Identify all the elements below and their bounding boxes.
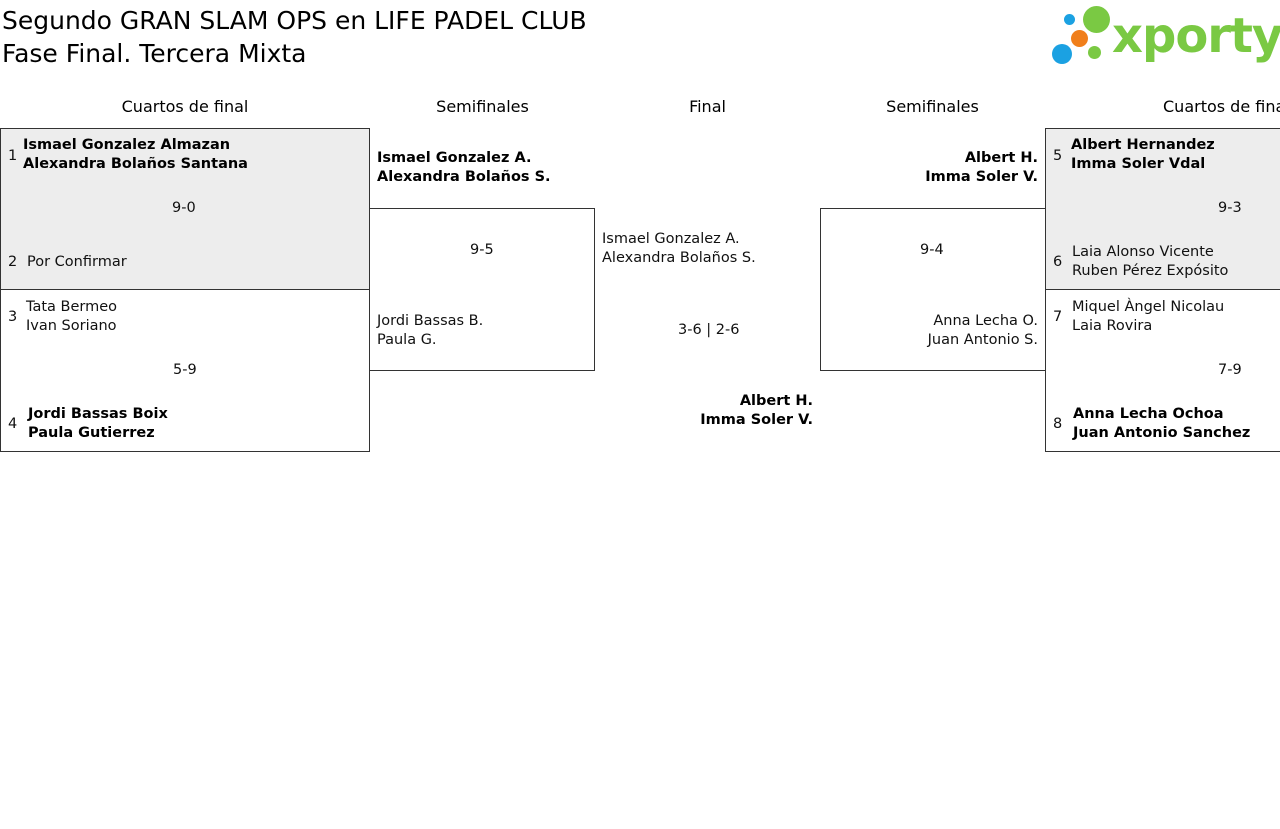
final-left-player-1: Ismael Gonzalez A. <box>602 231 740 247</box>
team-player-2: Ruben Pérez Expósito <box>1072 263 1229 279</box>
seed-number: 3 <box>8 309 18 325</box>
left-quarter-match-2[interactable]: 3 Tata Bermeo Ivan Soriano 5-9 4 Jordi B… <box>0 289 370 452</box>
team-player-2: Alexandra Bolaños Santana <box>23 156 248 172</box>
team-player-1: Laia Alonso Vicente <box>1072 244 1214 260</box>
logo-dot-orange-icon <box>1071 30 1088 47</box>
round-heading-right-semis: Semifinales <box>886 97 979 116</box>
right-quarter-match-1[interactable]: 5 Albert Hernandez Imma Soler Vdal 9-3 6… <box>1045 128 1280 290</box>
team-player-2: Laia Rovira <box>1072 318 1153 334</box>
xporty-logo[interactable]: xporty <box>1050 4 1280 68</box>
logo-dot-blue2-icon <box>1052 44 1072 64</box>
right-quarter-match-2[interactable]: 7 Miquel Àngel Nicolau Laia Rovira 7-9 8… <box>1045 289 1280 452</box>
team-player-2: Ivan Soriano <box>26 318 117 334</box>
round-heading-left-semis: Semifinales <box>436 97 529 116</box>
match-score: 9-3 <box>1218 200 1242 216</box>
team-player-1: Albert Hernandez <box>1071 137 1215 153</box>
right-semi-winner-player-2: Imma Soler V. <box>925 169 1038 185</box>
match-score: 9-0 <box>172 200 196 216</box>
seed-number: 4 <box>8 416 18 432</box>
seed-number: 5 <box>1053 148 1063 164</box>
team-player-1: Por Confirmar <box>27 254 127 270</box>
team-player-2: Paula Gutierrez <box>28 425 155 441</box>
left-semi-winner-player-1: Ismael Gonzalez A. <box>377 150 532 166</box>
match-score: 7-9 <box>1218 362 1242 378</box>
left-semi-winner-player-2: Alexandra Bolaños S. <box>377 169 551 185</box>
page-title: Segundo GRAN SLAM OPS en LIFE PADEL CLUB… <box>2 4 587 70</box>
team-player-1: Anna Lecha Ochoa <box>1073 406 1224 422</box>
team-player-1: Miquel Àngel Nicolau <box>1072 299 1225 315</box>
match-score: 5-9 <box>173 362 197 378</box>
round-heading-left-quarters: Cuartos de final <box>121 97 249 116</box>
final-score: 3-6 | 2-6 <box>678 322 740 338</box>
logo-dot-green-icon <box>1083 6 1110 33</box>
seed-number: 2 <box>8 254 18 270</box>
match-score: 9-5 <box>470 242 494 258</box>
team-player-1: Jordi Bassas B. <box>377 313 484 329</box>
right-semi-winner-player-1: Albert H. <box>964 150 1038 166</box>
team-player-2: Imma Soler Vdal <box>1071 156 1206 172</box>
team-player-2: Juan Antonio S. <box>927 332 1038 348</box>
seed-number: 6 <box>1053 254 1063 270</box>
final-winner-player-1: Albert H. <box>739 393 813 409</box>
left-quarter-match-1[interactable]: 1 Ismael Gonzalez Almazan Alexandra Bola… <box>0 128 370 290</box>
final-winner-player-2: Imma Soler V. <box>700 412 813 428</box>
tournament-title: Segundo GRAN SLAM OPS en LIFE PADEL CLUB <box>2 6 587 35</box>
team-player-1: Anna Lecha O. <box>933 313 1038 329</box>
logo-dot-green2-icon <box>1088 46 1101 59</box>
final-left-player-2: Alexandra Bolaños S. <box>602 250 756 266</box>
seed-number: 7 <box>1053 309 1063 325</box>
logo-wordmark: xporty <box>1112 8 1280 64</box>
team-player-1: Ismael Gonzalez Almazan <box>23 137 231 153</box>
seed-number: 8 <box>1053 416 1063 432</box>
team-player-2: Paula G. <box>377 332 437 348</box>
round-heading-right-quarters: Cuartos de final <box>1163 97 1280 116</box>
phase-title: Fase Final. Tercera Mixta <box>2 39 307 68</box>
team-player-1: Jordi Bassas Boix <box>28 406 168 422</box>
team-player-1: Tata Bermeo <box>26 299 118 315</box>
right-semi-match[interactable]: 9-4 Anna Lecha O. Juan Antonio S. <box>820 208 1046 371</box>
round-heading-final: Final <box>689 97 726 116</box>
match-score: 9-4 <box>920 242 944 258</box>
left-semi-match[interactable]: 9-5 Jordi Bassas B. Paula G. <box>369 208 595 371</box>
team-player-2: Juan Antonio Sanchez <box>1073 425 1251 441</box>
logo-dot-blue-icon <box>1064 14 1075 25</box>
seed-number: 1 <box>8 148 18 164</box>
